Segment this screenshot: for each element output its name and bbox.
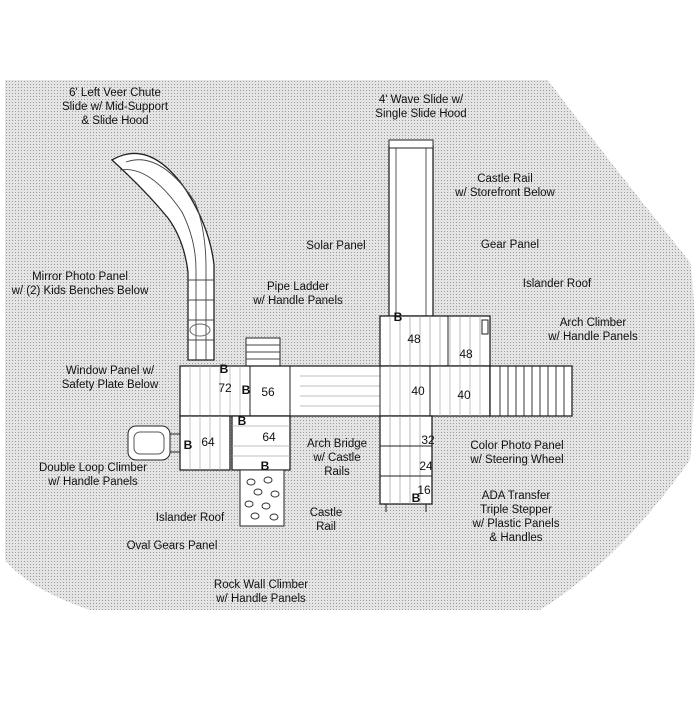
label-ada-transfer: ADA Transfer Triple Stepper w/ Plastic P… (472, 490, 560, 544)
bench-marker: B (261, 459, 270, 473)
bench-marker: B (412, 491, 421, 505)
bench-marker: B (242, 383, 251, 397)
bench-marker: B (394, 310, 403, 324)
label-wave-slide: 4' Wave Slide w/ Single Slide Hood (375, 94, 467, 120)
label-oval-gears-panel: Oval Gears Panel (126, 540, 218, 552)
label-rock-wall-climber: Rock Wall Climber w/ Handle Panels (213, 579, 309, 605)
bench-marker: B (184, 438, 193, 452)
label-islander-roof-right: Islander Roof (522, 278, 592, 290)
height-16: 16 (417, 483, 431, 497)
deck-64-left (179, 415, 231, 471)
arch-climber (489, 365, 573, 417)
height-64b: 64 (262, 430, 276, 444)
height-64a: 64 (201, 435, 215, 449)
label-color-photo-panel: Color Photo Panel w/ Steering Wheel (470, 440, 564, 466)
wave-slide (388, 139, 434, 317)
label-pipe-ladder: Pipe Ladder w/ Handle Panels (253, 281, 343, 307)
main-deck-run (179, 365, 491, 417)
deck-48-tower (379, 315, 491, 367)
pipe-ladder (245, 337, 281, 369)
height-48b: 48 (459, 347, 473, 361)
label-window-panel: Window Panel w/ Safety Plate Below (61, 365, 159, 391)
label-gear-panel: Gear Panel (480, 239, 540, 251)
rock-wall-climber (239, 469, 285, 527)
label-castle-rail-storefront: Castle Rail w/ Storefront Below (455, 173, 555, 199)
height-24: 24 (419, 459, 433, 473)
label-mirror-photo-panel: Mirror Photo Panel w/ (2) Kids Benches B… (11, 271, 149, 297)
height-40a: 40 (411, 384, 425, 398)
height-48a: 48 (407, 332, 421, 346)
curved-chute-slide (110, 152, 215, 361)
bench-marker: B (238, 414, 247, 428)
height-40b: 40 (457, 388, 471, 402)
bench-marker: B (220, 362, 229, 376)
height-56: 56 (261, 385, 275, 399)
double-loop-climber (127, 425, 180, 461)
height-32: 32 (421, 433, 435, 447)
label-arch-climber: Arch Climber w/ Handle Panels (548, 317, 638, 343)
label-double-loop-climber: Double Loop Climber w/ Handle Panels (38, 462, 148, 488)
deck-64-middle (231, 415, 291, 471)
label-castle-rail-bottom: Castle Rail (309, 507, 343, 533)
label-solar-panel: Solar Panel (306, 240, 366, 252)
label-veer-chute-slide: 6' Left Veer Chute Slide w/ Mid-Support … (61, 87, 169, 127)
label-arch-bridge: Arch Bridge w/ Castle Rails (306, 438, 368, 478)
ada-triple-stepper (379, 415, 433, 512)
label-islander-roof-left: Islander Roof (155, 512, 225, 524)
height-72: 72 (218, 381, 232, 395)
